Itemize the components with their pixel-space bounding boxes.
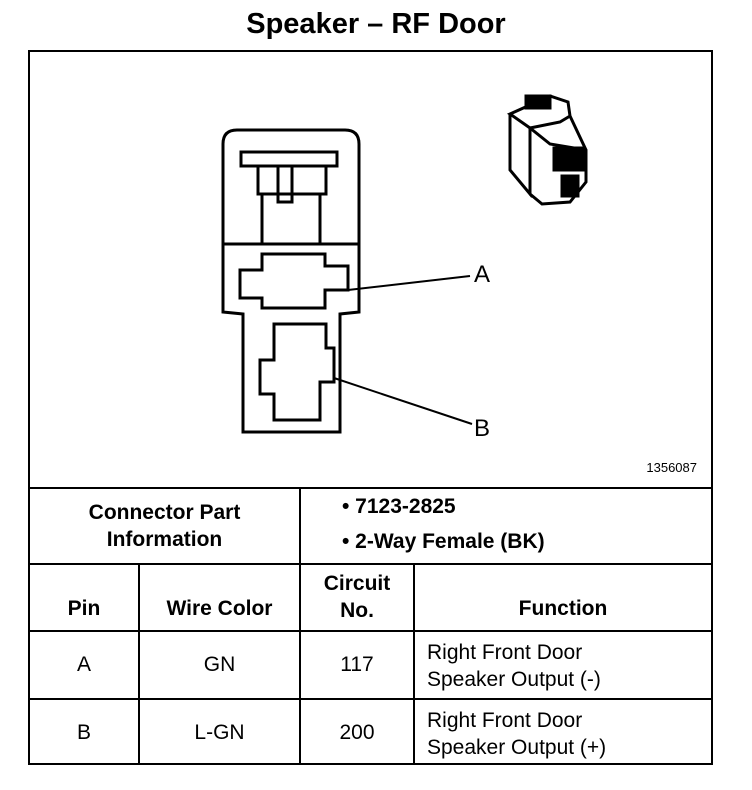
pin-label-a: A bbox=[474, 261, 490, 288]
divider bbox=[413, 563, 415, 763]
header-wire-color: Wire Color bbox=[166, 597, 273, 620]
connector-face-drawing bbox=[221, 128, 473, 434]
connector-info-label: Connector Part Information bbox=[30, 499, 299, 553]
divider bbox=[30, 630, 711, 632]
row-a-function: Right Front Door Speaker Output (-) bbox=[427, 639, 711, 693]
connector-info-label-line2: Information bbox=[106, 528, 223, 551]
row-b-circuit: 200 bbox=[339, 721, 375, 744]
row-b-function: Right Front Door Speaker Output (+) bbox=[427, 707, 711, 761]
row-a-wire-color: GN bbox=[203, 653, 236, 676]
connector-type: • 2-Way Female (BK) bbox=[342, 530, 545, 553]
connector-info-label-line1: Connector Part bbox=[88, 501, 241, 524]
row-b-function-line1: Right Front Door bbox=[427, 709, 583, 732]
row-a-function-line2: Speaker Output (-) bbox=[427, 668, 601, 691]
row-b-wire-color: L-GN bbox=[194, 721, 245, 744]
divider bbox=[30, 698, 711, 700]
header-pin: Pin bbox=[67, 597, 101, 620]
connector-3d-icon bbox=[506, 94, 588, 206]
figure-number: 1356087 bbox=[646, 460, 697, 475]
pin-label-b: B bbox=[474, 415, 490, 442]
divider bbox=[299, 487, 301, 763]
page-title: Speaker – RF Door bbox=[246, 8, 506, 40]
header-circuit-line1: Circuit bbox=[323, 572, 391, 595]
header-circuit-line2: No. bbox=[340, 599, 374, 622]
row-a-function-line1: Right Front Door bbox=[427, 641, 583, 664]
divider bbox=[30, 563, 711, 565]
divider bbox=[30, 487, 711, 489]
header-circuit-no: Circuit No. bbox=[301, 570, 413, 624]
row-a-circuit: 117 bbox=[340, 653, 374, 676]
header-function: Function bbox=[518, 597, 608, 620]
row-b-pin: B bbox=[76, 721, 91, 744]
connector-diagram: A B bbox=[221, 94, 588, 442]
connector-frame: A B 1356087 Connector Part Information •… bbox=[28, 50, 713, 765]
row-b-function-line2: Speaker Output (+) bbox=[427, 736, 607, 759]
connector-part-number: • 7123-2825 bbox=[342, 495, 456, 518]
row-a-pin: A bbox=[76, 653, 91, 676]
divider bbox=[138, 563, 140, 763]
